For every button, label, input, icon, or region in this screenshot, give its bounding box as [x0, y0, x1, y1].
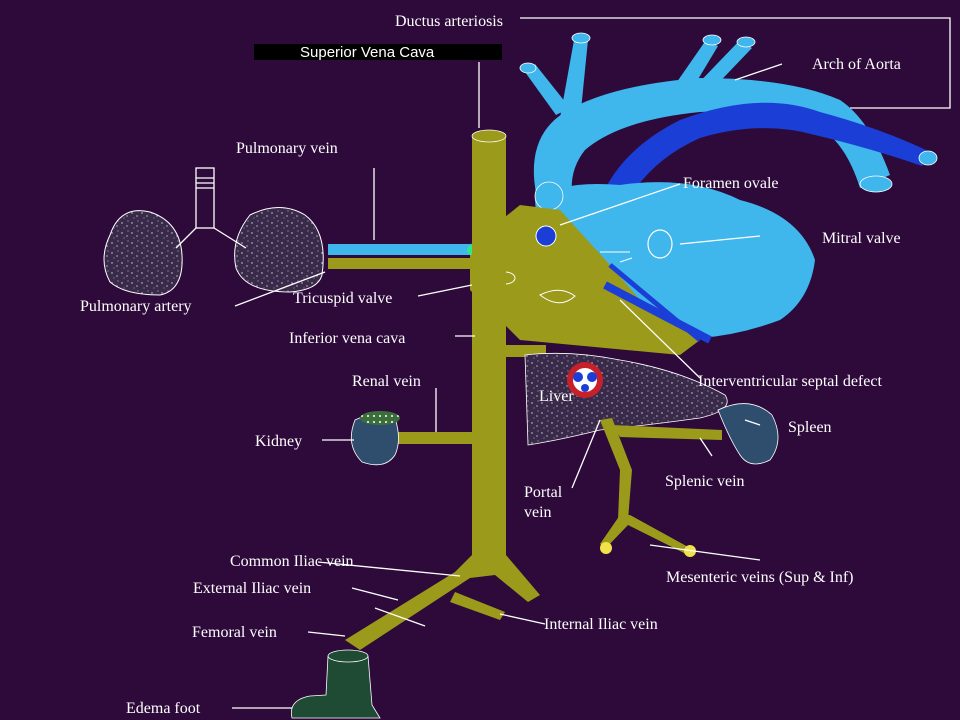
femoral-marker: [374, 607, 426, 627]
portal-vein-vessel: [600, 418, 632, 520]
flow-marks: [600, 251, 633, 263]
mitral-valve-ring: [647, 229, 673, 259]
label-femoral-vein: Femoral vein: [192, 624, 277, 641]
adrenal-gland: [360, 411, 400, 425]
liver-vessel-b: [587, 372, 597, 382]
label-ductus-arteriosis: Ductus arteriosis: [395, 13, 503, 30]
liver-vessel-a: [573, 372, 583, 382]
label-interventricular-septal-defect: Interventricular septal defect: [698, 373, 882, 390]
label-kidney: Kidney: [255, 433, 302, 450]
trachea: [175, 167, 247, 249]
pulmonary-artery-vessel: [328, 258, 476, 269]
mesenteric-veins-vessels: [600, 515, 690, 554]
label-pulmonary-artery: Pulmonary artery: [80, 298, 192, 315]
pulmonary-vein-vessel: [328, 244, 476, 255]
label-liver: Liver: [539, 388, 574, 405]
right-lung: [234, 207, 324, 293]
label-superior-vena-cava: Superior Vena Cava: [300, 44, 435, 61]
septal-defect-channel: [603, 281, 712, 344]
label-arch-of-aorta: Arch of Aorta: [812, 56, 901, 73]
liver-vessel-c: [581, 384, 589, 392]
left-atrium-appendage: [534, 181, 564, 211]
svc-opening: [471, 129, 507, 143]
edema-foot: [291, 655, 381, 719]
splenic-vein-vessel: [612, 425, 722, 440]
label-portal-vein-line2: vein: [524, 504, 552, 521]
right-heart: [470, 205, 700, 355]
label-common-iliac-vein: Common Iliac vein: [230, 553, 354, 570]
label-edema-foot: Edema foot: [126, 700, 201, 717]
superior-mesenteric-end: [600, 542, 612, 554]
label-mesenteric-veins: Mesenteric veins (Sup & Inf): [666, 569, 854, 586]
foot-vein-opening: [327, 649, 369, 663]
leader-lines: [232, 62, 783, 709]
foramen-ovale-hole: [535, 225, 557, 247]
ductus-bracket: [520, 17, 951, 109]
svc-label-box: [254, 44, 502, 60]
pulmonary-trunk: [600, 102, 938, 205]
label-mitral-valve: Mitral valve: [822, 230, 901, 247]
label-internal-iliac-vein: Internal Iliac vein: [544, 616, 658, 633]
label-external-iliac-vein: External Iliac vein: [193, 580, 311, 597]
label-foramen-ovale: Foramen ovale: [683, 175, 779, 192]
renal-vein-vessel: [395, 432, 475, 444]
label-splenic-vein: Splenic vein: [665, 473, 745, 490]
valve-cusp: [539, 289, 576, 304]
label-tricuspid-valve: Tricuspid valve: [293, 290, 392, 307]
label-spleen: Spleen: [788, 419, 832, 436]
spleen-shape: [717, 403, 779, 465]
label-pulmonary-vein: Pulmonary vein: [236, 140, 338, 157]
iliac-veins: [345, 555, 540, 650]
internal-iliac-branch: [450, 592, 505, 620]
left-lung: [103, 210, 183, 296]
label-inferior-vena-cava: Inferior vena cava: [289, 330, 405, 347]
vena-cava: [472, 135, 506, 555]
label-portal-vein-line1: Portal: [524, 484, 563, 501]
label-renal-vein: Renal vein: [352, 373, 421, 390]
